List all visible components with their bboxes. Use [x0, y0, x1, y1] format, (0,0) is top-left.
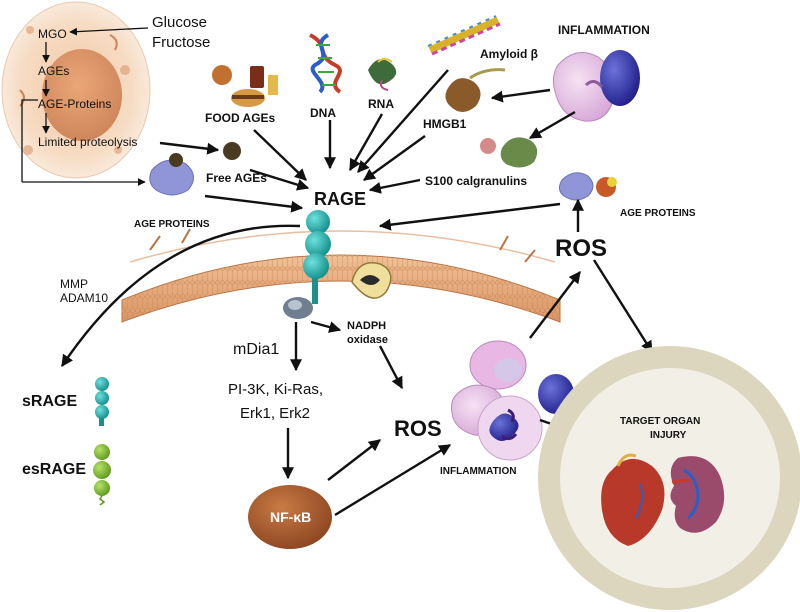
ros-right-label: ROS: [555, 235, 607, 262]
food-ages-icon: [212, 65, 278, 107]
amyloid-icon: [427, 15, 501, 56]
mdia1-label: mDia1: [233, 341, 279, 358]
rna-label: RNA: [368, 97, 394, 111]
inflammatory-cells-bottom-icon: [451, 340, 574, 461]
nf-kb-node: [248, 485, 332, 549]
ligand-arrows: [204, 69, 576, 231]
s100-icon: [480, 137, 538, 168]
kidney-icon: [670, 456, 725, 533]
cell-feedback-line: [21, 99, 38, 182]
proteolysis-to-free-ages-arrow: [159, 141, 220, 155]
target-organ-label-line1: TARGET ORGAN: [620, 416, 700, 427]
inflammatory-cells-top-icon: [552, 50, 640, 122]
amyloid-label: Amyloid β: [480, 47, 538, 61]
free-ages-icon: [223, 142, 241, 160]
ros-to-target-arrow: [592, 259, 654, 354]
age-proteins-left-label: AGE PROTEINS: [134, 219, 210, 230]
age-proteins-cell-label: AGE-Proteins: [38, 97, 111, 111]
s100-label: S100 calgranulins: [425, 174, 527, 188]
srage-glyph: [95, 377, 109, 426]
ages-label: AGEs: [38, 64, 69, 78]
limited-proteolysis-label: Limited proteolysis: [38, 135, 137, 149]
esrage-label: esRAGE: [22, 461, 86, 478]
glucose-to-mgo-arrow: [69, 27, 149, 36]
age-proteins-right-label: AGE PROTEINS: [620, 208, 696, 219]
inflammation-top-label: INFLAMMATION: [558, 23, 650, 37]
hmgb1-label: HMGB1: [423, 117, 467, 131]
inflammation-to-ros-arrow: [529, 271, 581, 339]
nfkb-to-ros-arrow: [327, 439, 381, 481]
mdia1-to-nadph-arrow: [310, 320, 342, 333]
inflammation-bottom-label: INFLAMMATION: [440, 466, 516, 477]
heart-icon: [601, 453, 665, 546]
food-ages-label: FOOD AGEs: [205, 111, 276, 125]
nadph-label: NADPH: [347, 320, 386, 332]
target-organ-label-line2: INJURY: [650, 430, 687, 441]
rna-icon: [368, 58, 397, 91]
srage-label: sRAGE: [22, 393, 77, 410]
cell-illustration: [1, 1, 151, 179]
mmp-label: MMP: [60, 277, 88, 291]
dna-label: DNA: [310, 106, 336, 120]
cell-membrane: [121, 228, 561, 323]
ros-center-label: ROS: [394, 416, 442, 441]
nf-kb-label: NF-κB: [270, 509, 311, 525]
glucose-label: Glucose: [152, 14, 207, 31]
nadph-to-ros-arrow: [378, 345, 404, 390]
rage-receptor: [303, 210, 331, 304]
oxidase-label: oxidase: [347, 334, 388, 346]
free-ages-label: Free AGEs: [206, 171, 267, 185]
nfkb-to-inflammation-arrow: [334, 443, 452, 517]
hmgb1-icon: [445, 68, 506, 112]
shedding-arrow: [61, 224, 301, 367]
pi3k-line1-label: PI-3K, Ki-Ras,: [228, 381, 323, 398]
nadph-oxidase-protein: [351, 262, 392, 299]
pi3k-line2-label: Erk1, Erk2: [240, 405, 310, 422]
age-protein-right-icon: [558, 172, 617, 201]
mgo-label: MGO: [38, 27, 67, 41]
age-protein-left-icon: [149, 153, 194, 196]
mdia1-protein: [283, 297, 313, 319]
adam10-label: ADAM10: [60, 291, 108, 305]
esrage-glyph: [93, 444, 111, 506]
dna-icon: [308, 33, 342, 94]
fructose-label: Fructose: [152, 34, 210, 51]
rage-label: RAGE: [314, 189, 366, 209]
target-organ-circle: [538, 346, 800, 610]
